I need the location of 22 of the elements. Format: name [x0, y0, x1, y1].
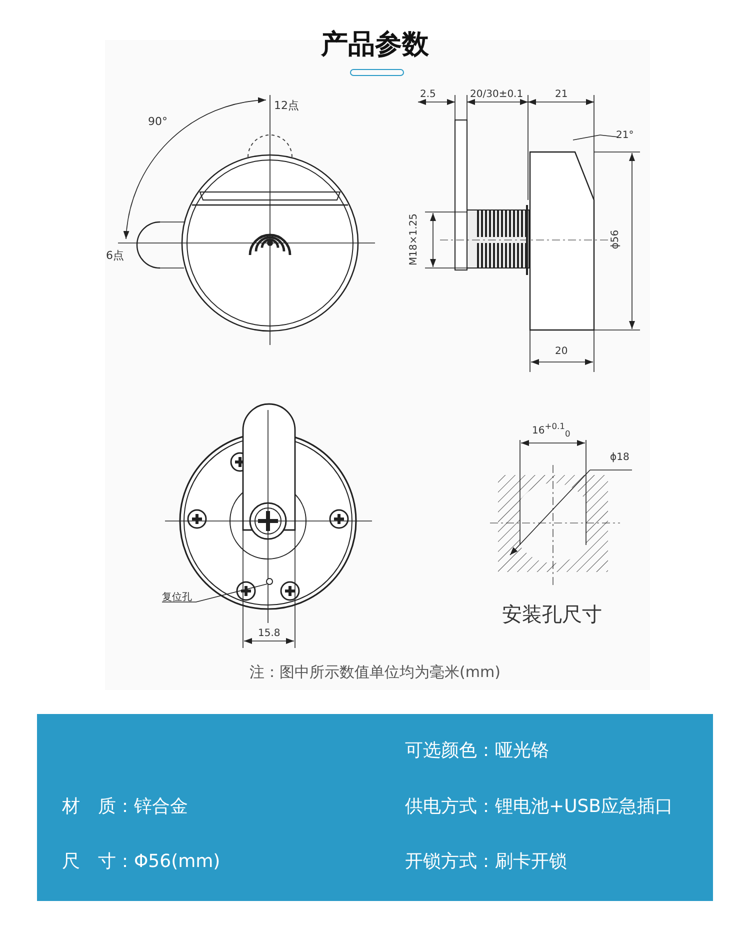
spec-text: 供电方式：锂电池+USB应急插口: [405, 797, 674, 817]
angle-label: 90°: [148, 116, 168, 128]
note-text: 注：图中所示数值单位均为毫米(mm): [248, 664, 502, 680]
dimension-label: ϕ18: [610, 452, 630, 463]
page-title: 产品参数: [320, 30, 430, 60]
dimension-label: 20: [555, 346, 568, 357]
dimension-label: M18×1.25: [408, 214, 420, 266]
position-label: 6点: [106, 250, 124, 262]
dimension-label: 15.8: [258, 628, 280, 639]
position-label: 12点: [274, 100, 299, 112]
dimension-label: 21: [555, 89, 568, 100]
dimension-label: ϕ56: [610, 230, 622, 250]
drawing-caption: 安装孔尺寸: [502, 603, 602, 625]
spec-text: 开锁方式：刷卡开锁: [405, 852, 567, 872]
dimension-label: 2.5: [420, 89, 436, 100]
dimension-label: 20/30±0.1: [470, 89, 524, 100]
spec-text: 可选颜色：哑光铬: [405, 741, 549, 761]
spec-text: 尺 寸：Φ56(mm): [62, 852, 220, 872]
angle-label: 21°: [616, 130, 634, 141]
part-label: 复位孔: [162, 592, 192, 603]
spec-text: 材 质：锌合金: [62, 797, 188, 817]
leader-line: [162, 584, 268, 602]
